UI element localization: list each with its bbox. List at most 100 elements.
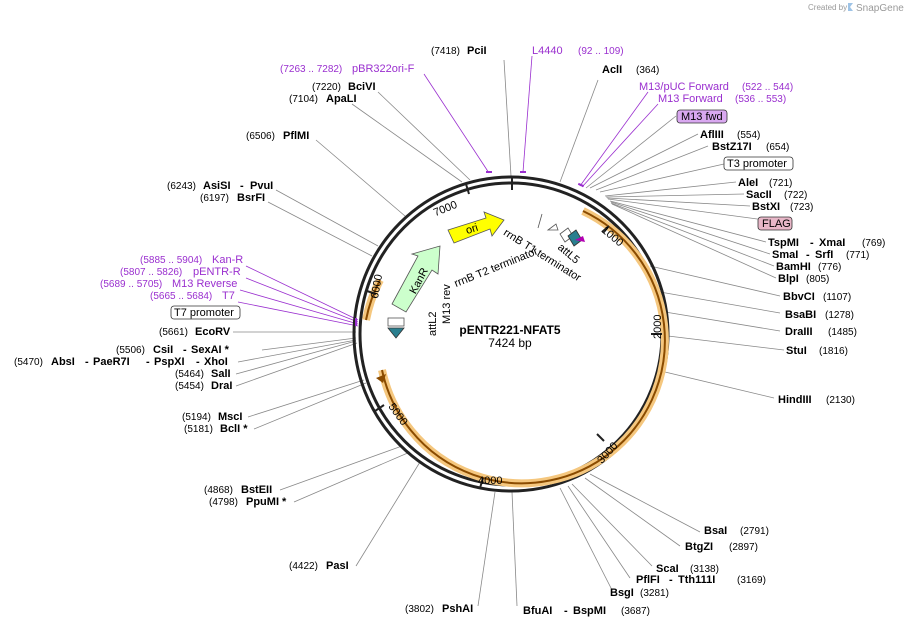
site-acli[interactable]: AclI	[602, 64, 622, 76]
site-stui[interactable]: StuI	[786, 345, 807, 357]
created-by-label: Created by	[808, 3, 847, 12]
site-apali[interactable]: ApaLI	[326, 93, 357, 105]
t7-promoter-box[interactable]: T7 promoter	[170, 305, 241, 320]
feature-l4440[interactable]: L4440	[532, 45, 563, 57]
site-bbvci[interactable]: BbvCI	[783, 291, 815, 303]
m13fwd-box-label: M13 fwd	[681, 111, 723, 123]
feature-m13-forward[interactable]: M13 Forward	[658, 93, 723, 105]
svg-text:-: -	[564, 605, 568, 617]
feature-l4440-range: (92 .. 109)	[578, 46, 624, 57]
site-bsabi[interactable]: BsaBI	[785, 309, 816, 321]
feature-kanr-primer[interactable]: Kan-R	[212, 254, 243, 266]
site-smai[interactable]: SmaI	[772, 249, 798, 261]
site-xhoi[interactable]: XhoI	[204, 356, 228, 368]
site-pos: (3169)	[737, 575, 766, 586]
tick-label: 4000	[478, 475, 502, 487]
site-afliii[interactable]: AflIII	[700, 129, 724, 141]
feature-m13puc-forward-range: (522 .. 544)	[742, 82, 793, 93]
site-alei[interactable]: AleI	[738, 177, 758, 189]
site-pvui[interactable]: PvuI	[250, 180, 273, 192]
ori-feature: ori	[447, 211, 505, 244]
site-pflmi[interactable]: PflMI	[283, 130, 309, 142]
site-bsrfi[interactable]: BsrFI	[237, 192, 265, 204]
site-sexai[interactable]: SexAI *	[191, 344, 230, 356]
site-draiii[interactable]: DraIII	[785, 326, 813, 338]
site-blpi[interactable]: BlpI	[778, 273, 799, 285]
site-pos: (769)	[862, 238, 885, 249]
site-btgzi[interactable]: BtgZI	[685, 541, 713, 553]
site-bcivi[interactable]: BciVI	[348, 81, 376, 93]
site-bspmi[interactable]: BspMI	[573, 605, 606, 617]
svg-text:-: -	[85, 356, 89, 368]
site-ecorv[interactable]: EcoRV	[195, 326, 231, 338]
site-asisi[interactable]: AsiSI	[203, 180, 231, 192]
site-pos: (5506)	[116, 345, 145, 356]
site-pos: (5661)	[159, 327, 188, 338]
svg-text:-: -	[196, 356, 200, 368]
svg-text:-: -	[669, 574, 673, 586]
feature-pbr322ori[interactable]: pBR322ori-F	[352, 63, 415, 75]
site-pflfi[interactable]: PflFI	[636, 574, 660, 586]
site-pos: (3687)	[621, 606, 650, 617]
site-ppumi[interactable]: PpuMI *	[246, 496, 287, 508]
svg-text:-: -	[810, 237, 814, 249]
site-tth111i[interactable]: Tth111I	[678, 574, 715, 586]
site-pcii[interactable]: PciI	[467, 45, 487, 57]
site-scai[interactable]: ScaI	[656, 563, 679, 575]
site-sacii[interactable]: SacII	[746, 189, 772, 201]
svg-text:-: -	[806, 249, 810, 261]
site-pos: (771)	[846, 250, 869, 261]
site-pshai[interactable]: PshAI	[442, 603, 473, 615]
site-xmai[interactable]: XmaI	[819, 237, 845, 249]
site-pos: (1816)	[819, 346, 848, 357]
feature-m13-reverse-range: (5689 .. 5705)	[100, 279, 162, 290]
site-pos: (3281)	[640, 588, 669, 599]
site-pos: (5194)	[182, 412, 211, 423]
site-paer7i[interactable]: PaeR7I	[93, 356, 130, 368]
site-bsai[interactable]: BsaI	[704, 525, 727, 537]
site-pos: (4422)	[289, 561, 318, 572]
site-bsgi[interactable]: BsgI	[610, 587, 634, 599]
ori-label: ori	[464, 222, 479, 237]
feature-pbr322ori-range: (7263 .. 7282)	[280, 64, 342, 75]
feature-m13-reverse[interactable]: M13 Reverse	[172, 278, 237, 290]
feature-t7[interactable]: T7	[222, 290, 235, 302]
site-csii[interactable]: CsiI	[153, 344, 173, 356]
site-pos: (4868)	[204, 485, 233, 496]
feature-kanr-range: (5885 .. 5904)	[140, 255, 202, 266]
plasmid-length: 7424 bp	[488, 336, 532, 350]
site-pos: (1107)	[823, 292, 851, 303]
site-drai[interactable]: DraI	[211, 380, 232, 392]
t3-promoter-box[interactable]: T3 promoter	[723, 156, 794, 171]
site-pspxi[interactable]: PspXI	[154, 356, 185, 368]
site-bfuai[interactable]: BfuAI	[523, 605, 552, 617]
svg-text:-: -	[183, 344, 187, 356]
site-pos: (2897)	[729, 542, 758, 553]
site-absi[interactable]: AbsI	[51, 356, 75, 368]
plasmid-name: pENTR221-NFAT5	[459, 323, 560, 337]
site-bstxi[interactable]: BstXI	[752, 201, 780, 213]
site-srfi[interactable]: SrfI	[815, 249, 833, 261]
site-hindiii[interactable]: HindIII	[778, 394, 812, 406]
site-bsteii[interactable]: BstEII	[241, 484, 272, 496]
m13fwd-box[interactable]: M13 fwd	[676, 109, 728, 124]
site-bamhi[interactable]: BamHI	[776, 261, 811, 273]
site-pos: (5181)	[184, 424, 213, 435]
site-bcli[interactable]: BclI *	[220, 423, 248, 435]
site-pos: (723)	[790, 202, 813, 213]
site-pos: (722)	[784, 190, 807, 201]
site-pasi[interactable]: PasI	[326, 560, 349, 572]
site-sali[interactable]: SalI	[211, 368, 231, 380]
site-msci[interactable]: MscI	[218, 411, 242, 423]
flag-box[interactable]: FLAG	[757, 216, 793, 231]
m13rev-label: M13 rev	[441, 284, 453, 324]
feature-pentr-r[interactable]: pENTR-R	[193, 266, 241, 278]
tick-marks	[366, 177, 662, 489]
site-pos: (3138)	[690, 564, 719, 575]
feature-m13puc-forward[interactable]: M13/pUC Forward	[639, 81, 729, 93]
site-tspmi[interactable]: TspMI	[768, 237, 799, 249]
site-pos: (364)	[636, 65, 659, 76]
site-bstz17i[interactable]: BstZ17I	[712, 141, 752, 153]
small-feature-marks	[537, 213, 559, 231]
